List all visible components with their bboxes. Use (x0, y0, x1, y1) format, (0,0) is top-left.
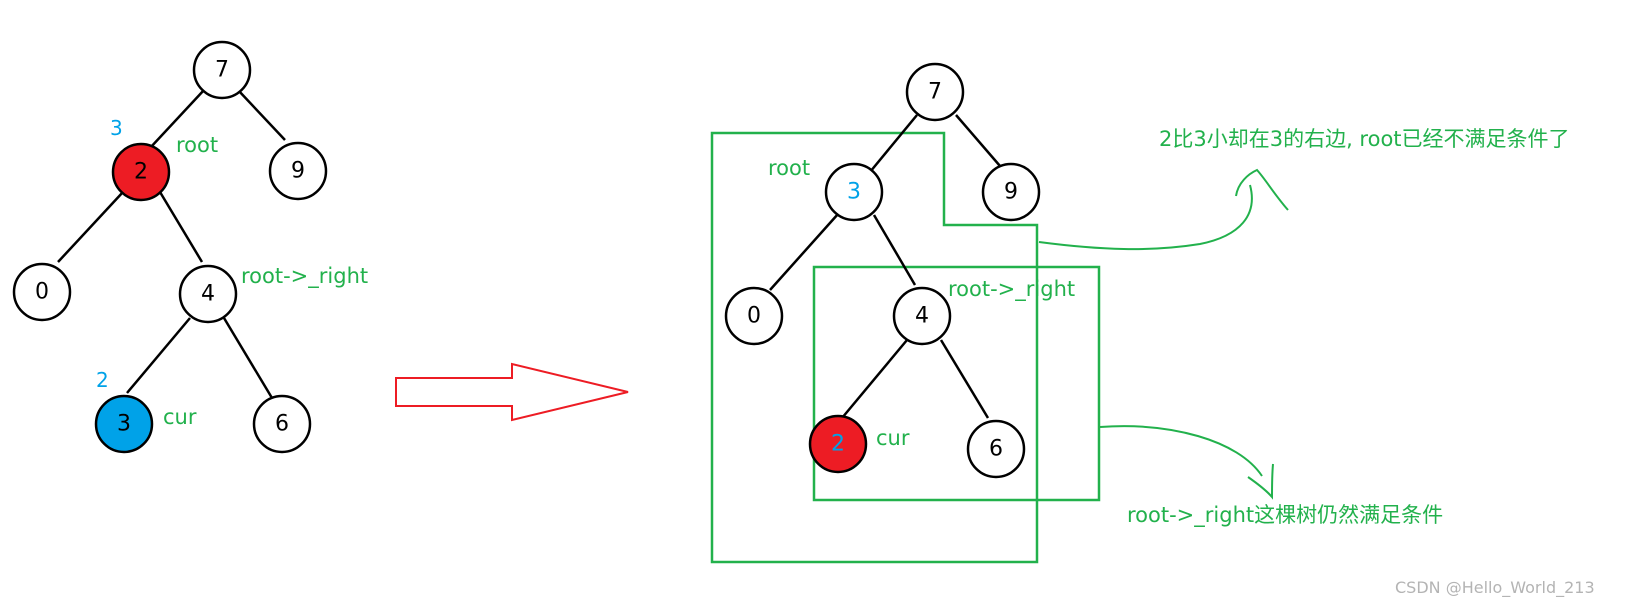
cur-label: cur (876, 426, 910, 450)
tree-node: 6 (252, 394, 312, 454)
callout-arrowhead (1247, 463, 1274, 500)
root-right-subtree-box (812, 265, 1101, 502)
tree-node: 4 (178, 264, 238, 324)
node-value: 6 (989, 437, 1003, 462)
node-value: 6 (275, 412, 289, 437)
callout-top (1038, 168, 1289, 251)
node-circle (268, 141, 328, 201)
root-subtree-box (710, 131, 1039, 564)
tree-node: 9 (268, 141, 328, 201)
edge-2-0 (57, 191, 124, 263)
node-circle (966, 419, 1026, 479)
callout-curve (1038, 184, 1253, 251)
edge-2-4 (158, 191, 204, 263)
edge-4-2 (841, 339, 908, 419)
tree-node: 4 (892, 286, 952, 346)
tree-node-cur: 2 (808, 414, 868, 474)
node-circle (94, 394, 154, 454)
top-annotation: 2比3小却在3的右边, root已经不满足条件了 (1159, 127, 1570, 151)
edge-4-6 (939, 339, 990, 419)
node-circle (724, 286, 784, 346)
node-circle (192, 40, 252, 100)
root-right-label: root->_right (241, 264, 368, 289)
watermark: CSDN @Hello_World_213 (1395, 578, 1595, 598)
node-circle (824, 162, 884, 222)
bottom-annotation: root->_right这棵树仍然满足条件 (1127, 503, 1443, 528)
edge-7-2 (149, 89, 205, 149)
node-value: 0 (35, 280, 49, 305)
node-circle (178, 264, 238, 324)
node-circle (111, 142, 171, 202)
edge-4-3 (126, 317, 191, 394)
right-tree: 7 3 9 0 4 2 6 root root->_right cur (710, 62, 1101, 564)
node-circle (808, 414, 868, 474)
edge-7-9 (237, 89, 286, 141)
node-circle (12, 262, 72, 322)
tree-node: 7 (905, 62, 965, 122)
swap-value-label: 2 (96, 368, 109, 392)
node-circle (892, 286, 952, 346)
callout-bottom (1099, 425, 1274, 500)
tree-node: 6 (966, 419, 1026, 479)
node-value: 3 (117, 412, 131, 437)
node-circle (905, 62, 965, 122)
node-circle (981, 162, 1041, 222)
node-value: 9 (291, 159, 305, 184)
tree-node: 9 (981, 162, 1041, 222)
root-right-label: root->_right (948, 277, 1075, 302)
node-value: 7 (928, 80, 942, 105)
tree-node-root: 3 (824, 162, 884, 222)
callout-arrowhead (1235, 168, 1289, 211)
node-value: 4 (201, 282, 215, 307)
node-value: 9 (1004, 180, 1018, 205)
node-value: 4 (915, 304, 929, 329)
left-tree: 7 2 9 0 4 3 6 3 root root->_right 2 (12, 40, 368, 454)
root-label: root (176, 133, 218, 157)
tree-node: 7 (192, 40, 252, 100)
node-value: 0 (747, 304, 761, 329)
swap-value-label: 3 (110, 116, 123, 140)
cur-label: cur (163, 405, 197, 429)
tree-node: 0 (724, 286, 784, 346)
node-value: 3 (847, 180, 861, 205)
node-value: 2 (831, 432, 845, 457)
callout-curve (1099, 425, 1263, 477)
tree-node-cur: 3 (94, 394, 154, 454)
edge-3-0 (769, 213, 839, 291)
transition-arrow (395, 362, 629, 422)
edge-7-9 (955, 114, 1001, 167)
edge-7-3 (869, 114, 918, 173)
tree-node: 0 (12, 262, 72, 322)
edge-4-6 (222, 317, 274, 399)
root-label: root (768, 156, 810, 180)
node-value: 7 (215, 58, 229, 83)
node-circle (252, 394, 312, 454)
tree-node-root: 2 (111, 142, 171, 202)
edge-3-4 (872, 214, 917, 286)
node-value: 2 (134, 160, 148, 185)
